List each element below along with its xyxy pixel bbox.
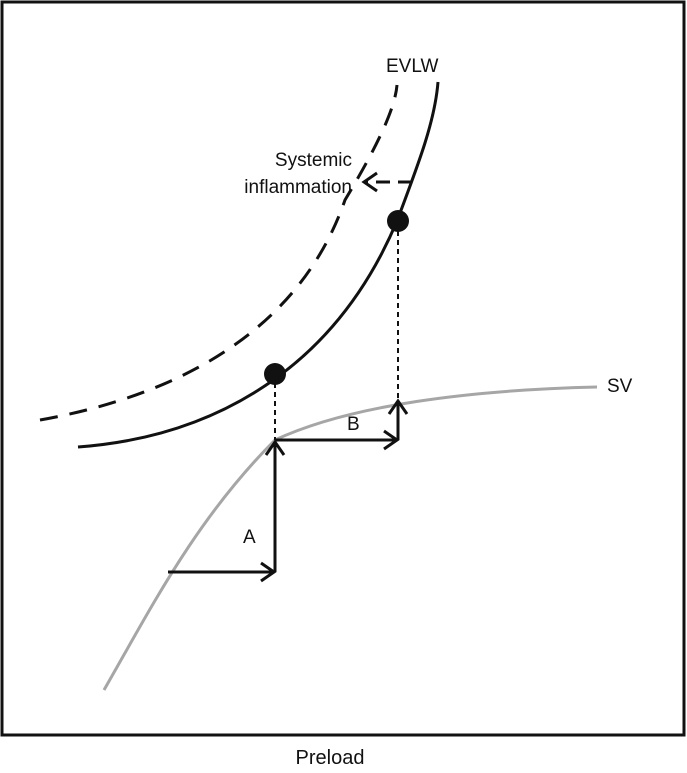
evlw-point-1 [264,363,286,385]
arrowhead-up-icon [387,398,409,415]
annotation-line-1: Systemic [275,150,352,171]
evlw-curve [77,81,440,449]
evlw-curve-inflamed [39,84,399,422]
arrowhead-up-icon [264,439,286,456]
evlw-curve-label: EVLW [386,56,439,77]
arrowhead-left-icon [361,171,378,193]
plot-frame [0,0,686,737]
x-axis-label: Preload [296,747,365,769]
evlw-point-2 [387,210,409,232]
annotation-line-2: inflammation [244,177,352,198]
sv-curve-label: SV [607,376,633,397]
step-b-label: B [347,414,360,435]
step-a-label: A [243,527,256,548]
